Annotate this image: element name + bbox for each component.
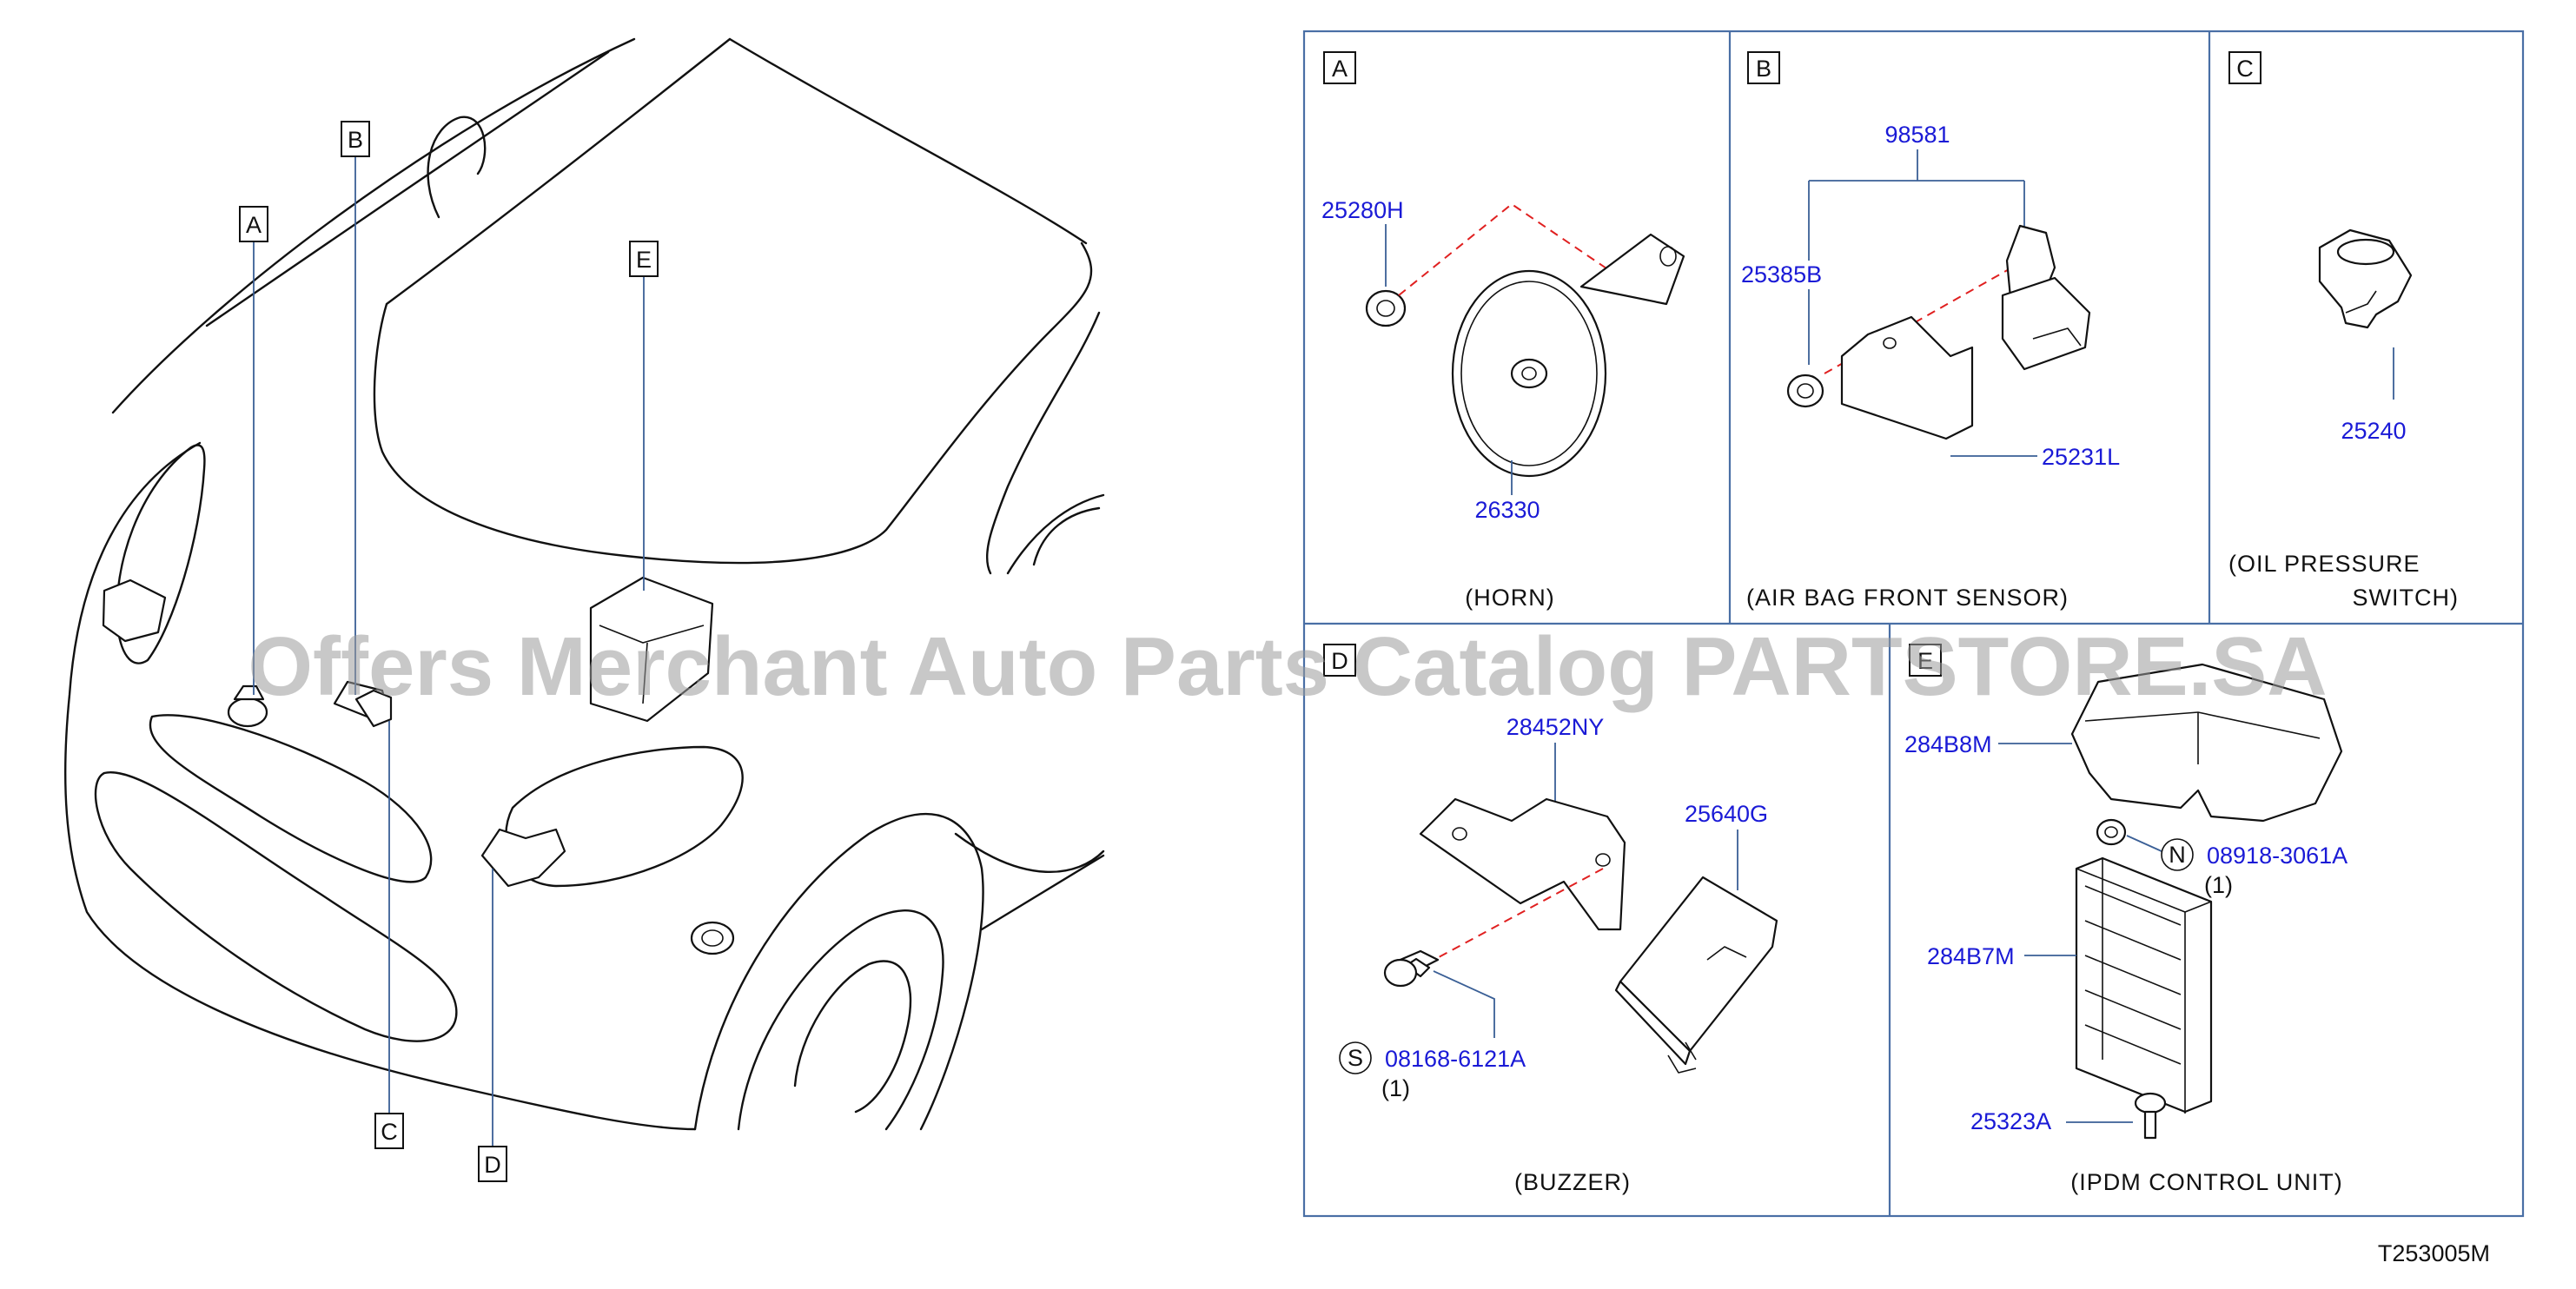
caption-airbag-front-sensor: (AIR BAG FRONT SENSOR) [1746, 585, 2069, 611]
part-number-28452ny: 28452NY [1507, 714, 1605, 740]
callout-e: E [629, 241, 659, 277]
callout-c: C [374, 1113, 404, 1149]
panel-ipdm-control-unit: E 284B8M N 08918-3061A (1) 284B7M 25323 [1904, 644, 2348, 1195]
car-overview [63, 37, 1105, 1131]
part-number-25280h: 25280H [1321, 197, 1404, 223]
part-number-25240: 25240 [2341, 418, 2406, 444]
caption-buzzer: (BUZZER) [1514, 1169, 1631, 1195]
bolt-quantity: (1) [1381, 1075, 1410, 1101]
svg-text:E: E [1917, 648, 1933, 674]
svg-text:D: D [1331, 648, 1348, 674]
buzzer-bolt-icon [1383, 949, 1440, 988]
svg-text:C: C [2236, 56, 2254, 82]
part-number-25385b: 25385B [1741, 261, 1822, 288]
caption-switch: SWITCH) [2353, 585, 2459, 611]
sensor-bracket-icon [1840, 315, 1974, 440]
callout-b: B [341, 121, 370, 157]
watermark: Offers Merchant Auto Parts Catalog PARTS… [248, 620, 2327, 713]
svg-text:D: D [484, 1152, 501, 1178]
buzzer-bracket-icon [1419, 797, 1626, 931]
panel-grid [1302, 30, 2525, 1218]
buzzer-bolt-symbol: S [1339, 1041, 1372, 1074]
ipdm-cover-icon [2070, 663, 2343, 823]
part-number-284b7m: 284B7M [1927, 943, 2015, 969]
svg-text:N: N [2169, 842, 2186, 868]
caption-ipdm-control-unit: (IPDM CONTROL UNIT) [2070, 1169, 2342, 1195]
part-number-25231l: 25231L [2042, 444, 2120, 470]
svg-text:C: C [381, 1119, 398, 1145]
part-number-25323a: 25323A [1970, 1108, 2051, 1134]
panel-oil-pressure-switch: C 25240 (OIL PRESSURE SWITCH) [2228, 51, 2459, 611]
part-number-08168-6121a: 08168-6121A [1385, 1046, 1526, 1072]
oil-pressure-switch-icon [2318, 228, 2413, 329]
callout-d: D [478, 1146, 507, 1182]
part-number-98581: 98581 [1884, 122, 1950, 148]
svg-text:B: B [348, 127, 363, 153]
panel-buzzer: D 28452NY S 08168-6121A (1) 25640G (B [1323, 644, 1778, 1195]
part-number-26330: 26330 [1474, 497, 1540, 523]
diagram-code: T253005M [2378, 1240, 2490, 1266]
caption-horn: (HORN) [1465, 585, 1554, 611]
horn-icon [1451, 233, 1685, 478]
horn-nut-icon [1365, 289, 1407, 327]
svg-text:A: A [246, 212, 262, 238]
part-number-08918-3061a: 08918-3061A [2207, 843, 2348, 869]
car-callout-leaders [253, 156, 645, 1147]
airbag-sensor-icon [2001, 224, 2091, 371]
ipdm-bolt-icon [2134, 1092, 2167, 1140]
caption-oil-pressure: (OIL PRESSURE [2228, 551, 2420, 577]
svg-text:E: E [636, 247, 652, 273]
svg-text:S: S [1348, 1045, 1363, 1071]
buzzer-icon [1614, 876, 1778, 1074]
callout-a: A [239, 206, 268, 242]
ipdm-nut-symbol: N [2161, 838, 2194, 871]
part-number-284b8m: 284B8M [1904, 731, 1992, 757]
svg-text:B: B [1756, 56, 1771, 82]
svg-text:A: A [1332, 56, 1348, 82]
ipdm-unit-icon [2075, 856, 2213, 1114]
panel-horn: A 25280H 26330 (HORN) [1321, 51, 1685, 611]
panel-airbag-sensor: B 98581 25385B 25231L (AIR BAG FRONT SEN… [1741, 51, 2120, 611]
ipdm-nut-icon [2096, 818, 2127, 846]
sensor-nut-icon [1786, 373, 1824, 408]
nut-quantity: (1) [2204, 872, 2233, 898]
part-number-25640g: 25640G [1685, 801, 1768, 827]
